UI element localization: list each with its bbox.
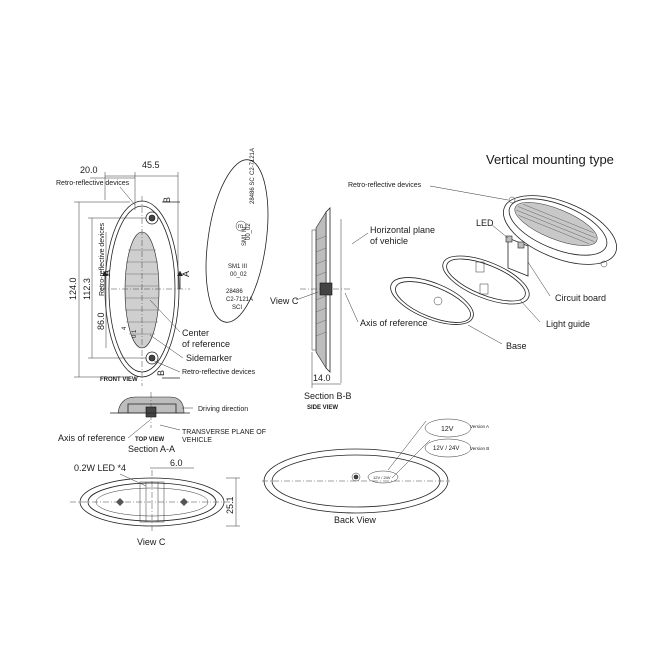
label-retro-exploded: Retro-reflective devices (348, 182, 422, 189)
section-bb-caption: Section B-B (304, 391, 352, 401)
front-view-caption: FRONT VIEW (100, 377, 138, 383)
label-axis-top: Axis of reference (58, 433, 126, 443)
exploded-view: Retro-reflective devices LED Circuit boa… (348, 182, 618, 351)
lens-view: C2-7121A 28486 SC m 00_02 SM1 III SM1 II… (205, 148, 269, 323)
dim-width-overall: 45.5 (142, 160, 160, 170)
version-a-voltage: 12V (441, 426, 454, 433)
svg-text:C2-7121A: C2-7121A (226, 297, 253, 303)
label-retro-side: Retro-reflective devices (99, 222, 106, 296)
label-led-view-c: 0.2W LED *4 (74, 463, 126, 473)
version-b-voltage: 12V / 24V (433, 446, 459, 452)
label-retro-bottom: Retro-reflective devices (182, 369, 256, 376)
svg-text:SM1 III: SM1 III (228, 264, 247, 270)
label-center-line2: of reference (182, 339, 230, 349)
top-view: Driving direction Axis of reference TOP … (58, 392, 266, 454)
dim-offset: 6.0 (170, 458, 183, 468)
label-axis-side: Axis of reference (360, 318, 428, 328)
svg-text:4: 4 (122, 326, 128, 330)
svg-text:28486 SC: 28486 SC (250, 177, 256, 204)
exploded-reflector (514, 202, 598, 246)
dim-width-top: 20.0 (80, 165, 98, 175)
top-view-caption: TOP VIEW (135, 437, 164, 443)
svg-text:m: m (238, 224, 243, 230)
dim-height-middle: 112.3 (82, 278, 92, 300)
label-horizontal-line1: Horizontal plane (370, 225, 435, 235)
version-b-label: Version B (470, 446, 489, 451)
section-a-left: A (102, 270, 112, 276)
section-a-right: A (181, 271, 191, 277)
label-base: Base (506, 341, 527, 351)
dim-height-overall: 124.0 (68, 277, 78, 300)
label-center-line1: Center (182, 328, 209, 338)
label-retro-top: Retro-reflective devices (56, 180, 130, 187)
dim-reflector-length: 86.0 (96, 312, 106, 330)
section-b-top: B (162, 197, 172, 203)
svg-text:SM1 III: SM1 III (242, 227, 248, 246)
back-plate-text: 12V / 24V (373, 475, 391, 480)
label-transverse-line1: TRANSVERSE PLANE OF (182, 429, 266, 436)
drawing-title: Vertical mounting type (486, 152, 614, 167)
back-view: 12V / 24V Back View 12V Version A 12V / … (262, 418, 489, 525)
section-aa-caption: Section A-A (128, 444, 175, 454)
svg-text:00_02: 00_02 (230, 272, 247, 278)
section-b-bottom: B (156, 370, 166, 376)
back-view-caption: Back View (334, 515, 376, 525)
label-driving: Driving direction (198, 406, 248, 413)
label-view-c: View C (270, 296, 299, 306)
svg-text:28486: 28486 (226, 289, 243, 295)
label-sidemarker: Sidemarker (186, 353, 232, 363)
version-a-label: Version A (470, 424, 489, 429)
side-view-caption: SIDE VIEW (307, 405, 338, 411)
dim-height-view-c: 25.1 (225, 496, 235, 514)
side-view: Horizontal plane of vehicle View C Axis … (270, 207, 435, 411)
svg-text:0 1: 0 1 (132, 329, 138, 338)
label-light-guide: Light guide (546, 319, 590, 329)
label-transverse-line2: VEHICLE (182, 437, 212, 444)
label-led: LED (476, 218, 494, 228)
view-c: 0.2W LED *4 6.0 25.1 View C (70, 458, 240, 547)
view-c-caption: View C (137, 537, 166, 547)
svg-text:00_02: 00_02 (246, 223, 252, 240)
front-view: 4 0 1 A A B B 20.0 Retro-reflective devi… (56, 160, 256, 386)
label-circuit: Circuit board (555, 293, 606, 303)
label-horizontal-line2: of vehicle (370, 236, 408, 246)
dim-depth: 14.0 (313, 373, 331, 383)
svg-text:SCI: SCI (232, 305, 242, 311)
svg-text:C2-7121A: C2-7121A (250, 148, 256, 175)
